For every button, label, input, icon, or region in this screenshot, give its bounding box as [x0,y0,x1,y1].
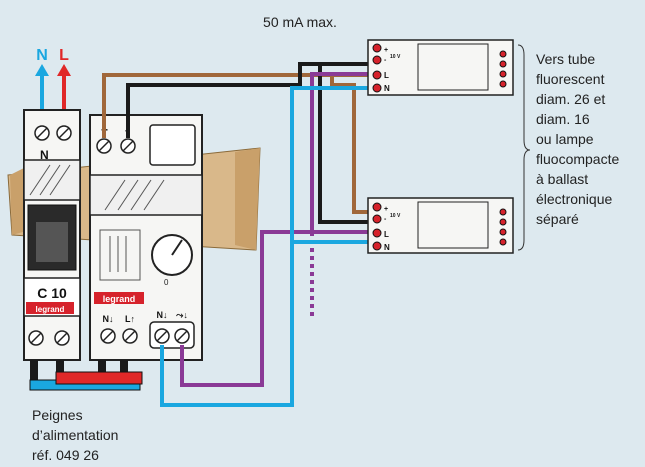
side-note: Vers tube fluorescent diam. 26 et diam. … [536,51,619,227]
side-note-line: séparé [536,211,579,227]
ballast-upper-plus: + [384,47,388,54]
line-label: L [59,47,69,64]
breaker-rating: C 10 [37,285,67,301]
ballast-lower-n: N [384,243,390,252]
side-note-line: diam. 16 [536,111,590,127]
dimmer-terminal-n-in: N↓ [103,314,114,324]
ballast-upper-minus: - [384,57,387,64]
circuit-breaker [23,109,81,361]
wires [102,62,372,407]
supply-arrows [35,64,71,110]
ballast-upper-l: L [384,71,389,80]
breaker-neutral-mark: N [40,148,49,162]
ballast-lower-plus: + [384,206,388,213]
ballast-upper [367,39,514,96]
dimmer-terminal-n-out: N↓ [157,310,168,320]
dimmer-terminal-ctrl-out: ⤳↓ [176,310,188,320]
ballast-lower-l: L [384,230,389,239]
breaker-brand: legrand [36,305,65,314]
neutral-label: N [36,47,48,64]
comb-note-line: réf. 049 26 [32,447,99,463]
dimmer-module [89,114,203,361]
dimmer-terminal-l-in: L↑ [125,314,135,324]
dimmer-brand: legrand [103,294,136,304]
side-note-line: fluocompacte [536,151,619,167]
supply-comb [29,360,143,391]
dimmer-dial-mark: 0 [164,278,169,287]
ballast-upper-n: N [384,84,390,93]
side-note-line: à ballast [536,171,588,187]
side-note-line: diam. 26 et [536,91,605,107]
comb-note-line: Peignes [32,407,83,423]
current-limit-note: 50 mA max. [263,14,337,30]
side-note-line: électronique [536,191,612,207]
side-note-line: Vers tube [536,51,595,67]
comb-note-line: d’alimentation [32,427,118,443]
brace [517,44,531,251]
side-note-line: fluorescent [536,71,605,87]
comb-note: Peignes d’alimentation réf. 049 26 [32,407,118,463]
ballast-lower [367,197,514,254]
ballast-lower-minus: - [384,216,387,223]
ballast-lower-voltage: 10 V [390,213,401,219]
side-note-line: ou lampe [536,131,594,147]
ballast-upper-voltage: 10 V [390,54,401,60]
